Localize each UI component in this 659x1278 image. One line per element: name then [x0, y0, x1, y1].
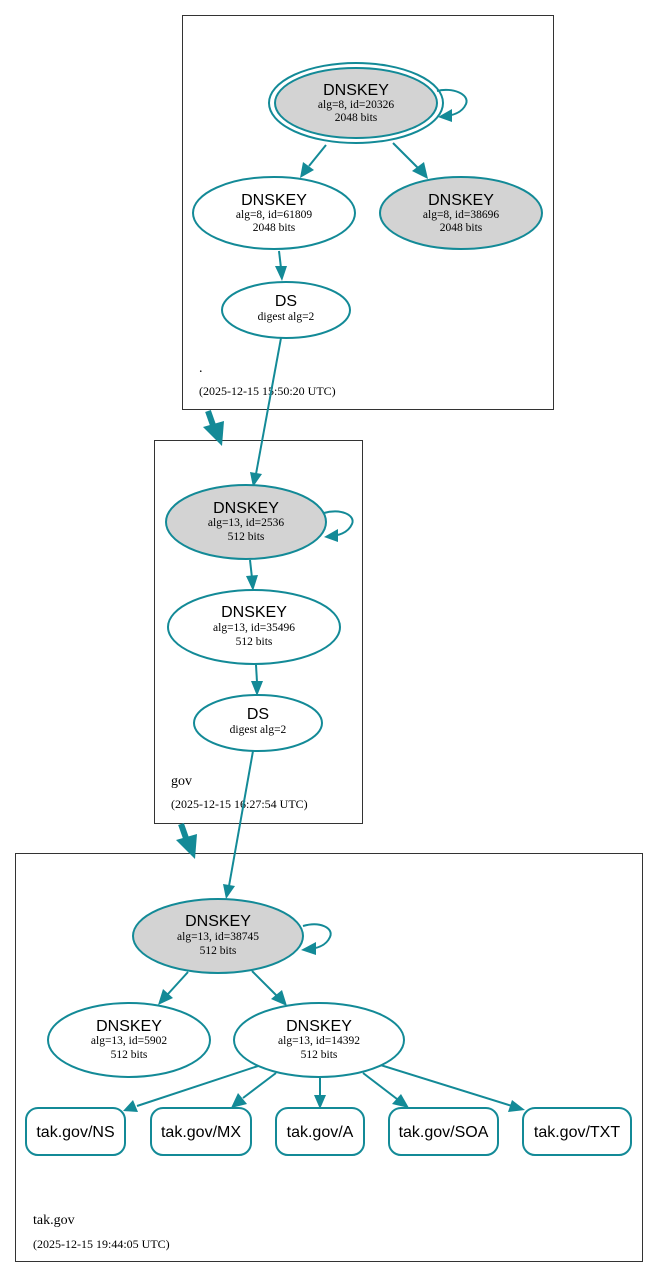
arrowhead-tak-ksk-zsk2	[271, 990, 287, 1006]
node-digest-info: digest alg=2	[230, 724, 287, 736]
node-key-info: alg=8, id=38696	[423, 209, 499, 221]
node-title: DNSKEY	[96, 1018, 162, 1035]
dnskey-node-root-ksk[interactable]: DNSKEY alg=8, id=20326 2048 bits	[268, 62, 444, 144]
zone-box-root	[182, 15, 554, 410]
node-key-info: alg=8, id=61809	[236, 209, 312, 221]
rrset-node-mx[interactable]: tak.gov/MX	[150, 1107, 252, 1156]
dnskey-node-takgov-zsk-5902[interactable]: DNSKEY alg=13, id=5902 512 bits	[47, 1002, 211, 1078]
zone-timestamp-root: (2025-12-15 15:50:20 UTC)	[199, 384, 336, 398]
rrset-label: tak.gov/SOA	[399, 1124, 489, 1141]
node-title: DNSKEY	[221, 604, 287, 621]
node-title: DS	[247, 706, 269, 723]
edge-gov-ds-tak-ksk	[228, 750, 254, 887]
node-key-size: 2048 bits	[440, 222, 483, 234]
delegation-arrowhead-root-gov	[203, 421, 224, 446]
node-key-size: 512 bits	[200, 945, 237, 957]
edge-root-ksk-zsk1	[308, 144, 327, 167]
arrowhead-zsk2-a	[314, 1095, 326, 1109]
zone-name-takgov: tak.gov	[33, 1213, 75, 1228]
edge-root-ksk-zsk2	[392, 142, 419, 169]
node-key-info: alg=13, id=5902	[91, 1035, 167, 1047]
node-digest-info: digest alg=2	[258, 311, 315, 323]
rrset-node-ns[interactable]: tak.gov/NS	[25, 1107, 126, 1156]
zone-box-gov	[154, 440, 363, 824]
arrowhead-zsk2-txt	[508, 1100, 525, 1112]
edge-tak-ksk-zsk2	[251, 970, 278, 997]
delegation-arrowhead-gov-takgov	[176, 834, 197, 859]
node-title: DNSKEY	[428, 192, 494, 209]
node-title: DNSKEY	[213, 500, 279, 517]
node-title: DNSKEY	[286, 1018, 352, 1035]
node-key-size: 512 bits	[228, 531, 265, 543]
dnskey-node-gov-ksk[interactable]: DNSKEY alg=13, id=2536 512 bits	[165, 484, 327, 560]
ds-node-root[interactable]: DS digest alg=2	[221, 281, 351, 339]
arrowhead-root-ksk-zsk2	[412, 162, 428, 179]
node-title: DNSKEY	[241, 192, 307, 209]
node-key-info: alg=13, id=14392	[278, 1035, 360, 1047]
dnskey-node-gov-zsk[interactable]: DNSKEY alg=13, id=35496 512 bits	[167, 589, 341, 665]
node-title: DNSKEY	[323, 82, 389, 99]
rrset-label: tak.gov/NS	[36, 1124, 114, 1141]
edge-gov-ksk-self	[323, 510, 354, 537]
arrowhead-zsk2-ns	[123, 1100, 138, 1112]
dnskey-node-takgov-zsk-14392[interactable]: DNSKEY alg=13, id=14392 512 bits	[233, 1002, 405, 1078]
edge-root-ds-gov-ksk	[255, 337, 282, 475]
rrset-node-a[interactable]: tak.gov/A	[275, 1107, 365, 1156]
edge-gov-ksk-zsk	[249, 559, 253, 579]
zone-name-root: .	[199, 361, 203, 376]
zone-box-takgov	[15, 853, 643, 1262]
node-key-size: 512 bits	[236, 636, 273, 648]
arrowhead-zsk2-soa	[392, 1094, 409, 1108]
dnskey-node-takgov-ksk[interactable]: DNSKEY alg=13, id=38745 512 bits	[132, 898, 304, 974]
edge-zsk2-txt	[373, 1062, 513, 1107]
rrset-node-txt[interactable]: tak.gov/TXT	[522, 1107, 632, 1156]
node-key-info: alg=13, id=2536	[208, 517, 284, 529]
node-key-size: 2048 bits	[253, 222, 296, 234]
arrowhead-gov-ksk-self	[324, 529, 338, 542]
edge-root-zsk1-ds	[278, 250, 282, 269]
dnskey-node-root-zsk-38696[interactable]: DNSKEY alg=8, id=38696 2048 bits	[379, 176, 543, 250]
node-key-size: 512 bits	[301, 1049, 338, 1061]
zone-timestamp-takgov: (2025-12-15 19:44:05 UTC)	[33, 1237, 170, 1251]
ds-node-gov[interactable]: DS digest alg=2	[193, 694, 323, 752]
node-title: DS	[275, 293, 297, 310]
arrowhead-gov-ksk-zsk	[246, 575, 258, 591]
node-key-info: alg=8, id=20326	[318, 99, 394, 111]
arrowhead-zsk2-mx	[231, 1093, 247, 1108]
rrset-label: tak.gov/MX	[161, 1124, 241, 1141]
edge-zsk2-soa	[362, 1072, 398, 1100]
arrowhead-root-ksk-zsk1	[300, 162, 314, 178]
node-key-size: 512 bits	[111, 1049, 148, 1061]
edge-zsk2-ns	[136, 1065, 259, 1107]
edge-zsk2-mx	[242, 1072, 277, 1099]
arrowhead-tak-ksk-self	[301, 942, 316, 955]
node-key-size: 2048 bits	[335, 112, 378, 124]
rrset-node-soa[interactable]: tak.gov/SOA	[388, 1107, 499, 1156]
dnskey-node-root-zsk-61809[interactable]: DNSKEY alg=8, id=61809 2048 bits	[192, 176, 356, 250]
rrset-label: tak.gov/A	[287, 1124, 354, 1141]
rrset-label: tak.gov/TXT	[534, 1124, 620, 1141]
zone-timestamp-gov: (2025-12-15 16:27:54 UTC)	[171, 797, 308, 811]
edge-tak-ksk-zsk1	[167, 971, 189, 995]
arrowhead-tak-ksk-zsk1	[158, 989, 173, 1005]
edge-tak-ksk-self	[302, 923, 332, 950]
edge-gov-zsk-ds	[255, 664, 258, 683]
arrowhead-root-ksk-self	[438, 109, 452, 122]
zone-name-gov: gov	[171, 774, 192, 789]
node-title: DNSKEY	[185, 913, 251, 930]
arrowhead-root-zsk1-ds	[275, 266, 287, 281]
node-key-info: alg=13, id=35496	[213, 622, 295, 634]
arrowhead-root-ds-gov-ksk	[250, 472, 262, 487]
arrowhead-gov-ds-tak-ksk	[223, 884, 235, 899]
node-key-info: alg=13, id=38745	[177, 931, 259, 943]
arrowhead-gov-zsk-ds	[251, 681, 263, 696]
